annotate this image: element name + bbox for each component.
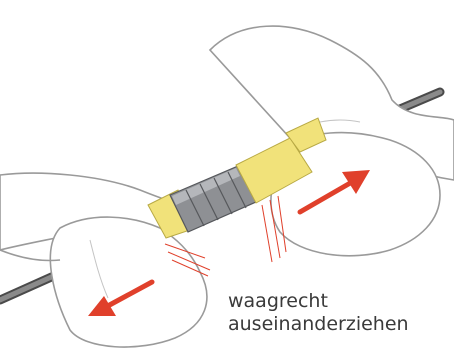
right-hand	[210, 26, 454, 256]
caption-line-2: auseinanderziehen	[228, 313, 452, 335]
caption-line-1: waagrecht	[228, 290, 452, 312]
